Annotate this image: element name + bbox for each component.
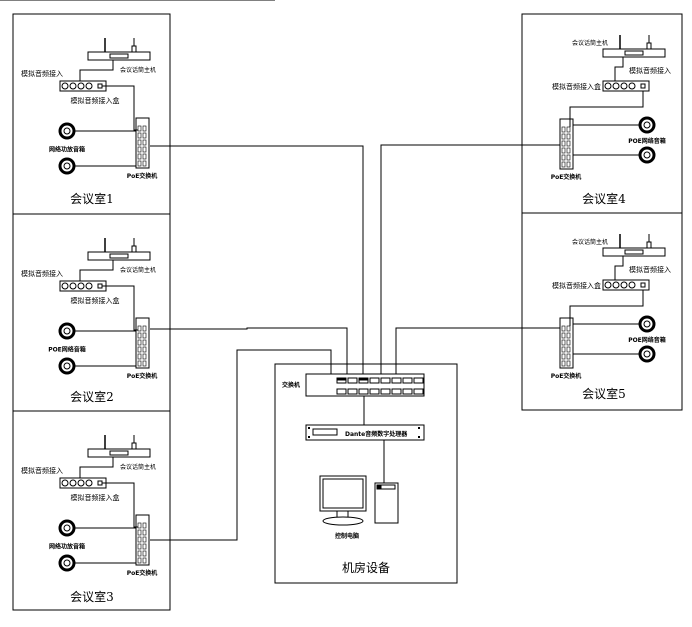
switch-port bbox=[336, 388, 347, 395]
speaker-label: 网络功放音箱 bbox=[49, 146, 85, 154]
mic-host-label: 会议话筒主机 bbox=[120, 463, 156, 471]
core-switch bbox=[305, 373, 425, 397]
processor-label: Dante音频数字处理器 bbox=[345, 430, 408, 438]
speaker-icon bbox=[638, 345, 656, 363]
link-room4 bbox=[380, 144, 560, 374]
mic-host-label: 会议话筒主机 bbox=[572, 238, 608, 246]
link-room2 bbox=[150, 327, 348, 374]
room-1-box bbox=[12, 13, 171, 215]
switch-port bbox=[391, 377, 402, 384]
switch-port bbox=[380, 388, 391, 395]
switch-port bbox=[347, 377, 358, 384]
poe-switch-label: PoE交换机 bbox=[127, 372, 158, 380]
switch-port bbox=[413, 388, 424, 395]
speaker-label: POE网络音箱 bbox=[628, 336, 666, 344]
analog-input-label: 模拟音频接入 bbox=[21, 269, 63, 278]
machine-room-box bbox=[274, 363, 458, 584]
machine-room-title: 机房设备 bbox=[342, 560, 390, 575]
analog-input-label: 模拟音频接入 bbox=[21, 69, 63, 78]
analog-input-label: 模拟音频接入 bbox=[21, 466, 63, 475]
mic-host-label: 会议话筒主机 bbox=[120, 266, 156, 274]
poe-switch-label: PoE交换机 bbox=[551, 173, 582, 181]
poe-switch-label: PoE交换机 bbox=[127, 172, 158, 180]
switch-port bbox=[380, 377, 391, 384]
speaker-icon bbox=[58, 322, 76, 340]
room-name: 会议室5 bbox=[582, 386, 626, 401]
switch-port bbox=[358, 388, 369, 395]
speaker-icon bbox=[58, 519, 76, 537]
switch-port bbox=[369, 377, 380, 384]
mic-host-label: 会议话筒主机 bbox=[120, 66, 156, 74]
link-room3 bbox=[150, 349, 332, 541]
speaker-icon bbox=[58, 122, 76, 140]
speaker-icon bbox=[638, 146, 656, 164]
speaker-icon bbox=[638, 315, 656, 333]
switch-port bbox=[402, 388, 413, 395]
room-name: 会议室1 bbox=[70, 191, 114, 206]
analog-box-label: 模拟音频接入盒 bbox=[552, 82, 601, 91]
room-name: 会议室4 bbox=[582, 191, 626, 206]
speaker-icon bbox=[58, 554, 76, 572]
switch-port bbox=[347, 388, 358, 395]
analog-box-label: 模拟音频接入盒 bbox=[71, 296, 120, 305]
pc-label: 控制电脑 bbox=[335, 532, 359, 540]
room-2-box bbox=[12, 213, 171, 412]
room-5-box bbox=[521, 212, 683, 411]
dante-processor bbox=[305, 424, 425, 441]
switch-port bbox=[413, 377, 424, 384]
switch-port bbox=[369, 388, 380, 395]
analog-box-label: 模拟音频接入盒 bbox=[71, 96, 120, 105]
speaker-label: POE网络音箱 bbox=[48, 346, 86, 354]
switch-port bbox=[391, 388, 402, 395]
room-name: 会议室3 bbox=[70, 589, 114, 604]
analog-input-label: 模拟音频接入 bbox=[629, 66, 671, 75]
speaker-icon bbox=[638, 116, 656, 134]
speaker-label: POE网络音箱 bbox=[628, 137, 666, 145]
analog-box-label: 模拟音频接入盒 bbox=[552, 281, 601, 290]
analog-input-label: 模拟音频接入 bbox=[629, 265, 671, 274]
speaker-icon bbox=[58, 357, 76, 375]
mic-host-label: 会议话筒主机 bbox=[572, 39, 608, 47]
switch-label: 交换机 bbox=[282, 381, 300, 389]
switch-port bbox=[402, 377, 413, 384]
poe-switch-label: PoE交换机 bbox=[127, 569, 158, 577]
link-room5 bbox=[395, 327, 560, 374]
poe-switch-label: PoE交换机 bbox=[551, 372, 582, 380]
link-room1 bbox=[150, 145, 364, 374]
speaker-label: 网络功放音箱 bbox=[49, 543, 85, 551]
analog-box-label: 模拟音频接入盒 bbox=[71, 493, 120, 502]
control-pc bbox=[319, 475, 399, 526]
room-3-box bbox=[12, 410, 171, 611]
speaker-icon bbox=[58, 157, 76, 175]
room-name: 会议室2 bbox=[70, 389, 114, 404]
